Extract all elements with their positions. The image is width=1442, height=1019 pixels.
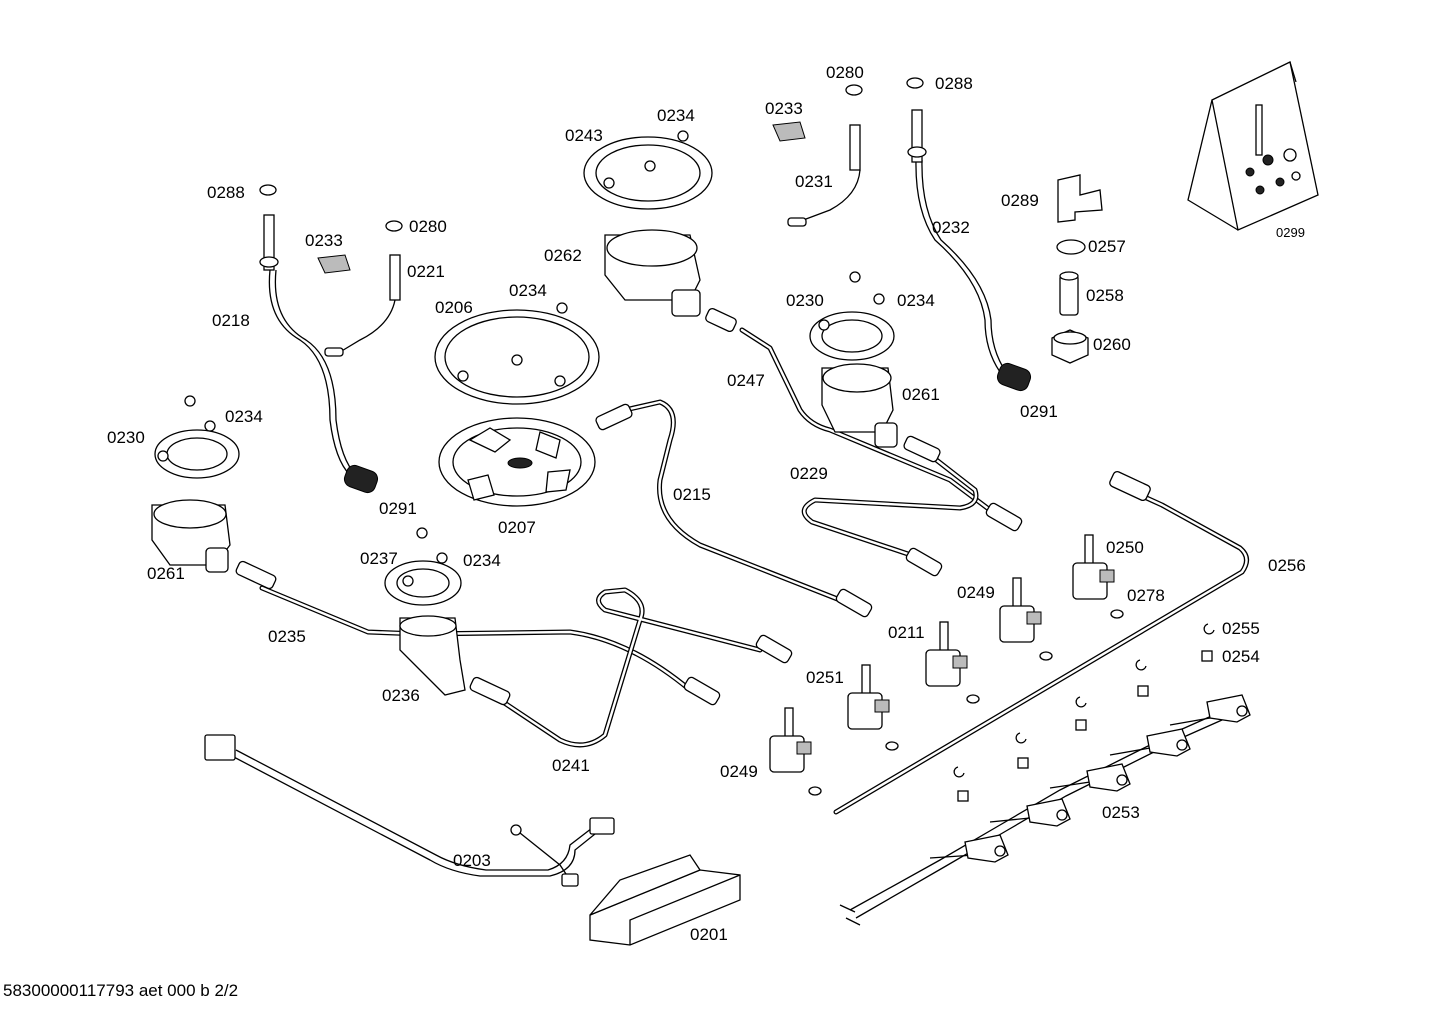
label-0256: 0256 bbox=[1268, 556, 1306, 575]
label-0261-right: 0261 bbox=[902, 385, 940, 404]
label-0234-top: 0234 bbox=[657, 106, 695, 125]
label-0236: 0236 bbox=[382, 686, 420, 705]
ignition-switches bbox=[964, 694, 1251, 863]
label-0253: 0253 bbox=[1102, 803, 1140, 822]
label-0230-right: 0230 bbox=[786, 291, 824, 310]
spark-generator bbox=[204, 734, 861, 946]
label-0261-left: 0261 bbox=[147, 564, 185, 583]
label-0288-left: 0288 bbox=[207, 183, 245, 202]
label-0291-left: 0291 bbox=[379, 499, 417, 518]
gas-valves bbox=[769, 534, 1115, 773]
spare-parts-bag bbox=[1187, 61, 1319, 231]
label-0250: 0250 bbox=[1106, 538, 1144, 557]
label-0229: 0229 bbox=[790, 464, 828, 483]
screws bbox=[157, 130, 885, 587]
label-0257: 0257 bbox=[1088, 237, 1126, 256]
label-0278: 0278 bbox=[1127, 586, 1165, 605]
gas-pipes bbox=[259, 327, 1249, 815]
label-0234-lower: 0234 bbox=[463, 551, 501, 570]
label-0249-lower: 0249 bbox=[720, 762, 758, 781]
label-0215: 0215 bbox=[673, 485, 711, 504]
clips-springs bbox=[953, 623, 1215, 802]
label-0234-left: 0234 bbox=[225, 407, 263, 426]
label-0299: 0299 bbox=[1276, 225, 1305, 240]
label-0231: 0231 bbox=[795, 172, 833, 191]
label-0258: 0258 bbox=[1086, 286, 1124, 305]
label-0289: 0289 bbox=[1001, 191, 1039, 210]
label-0201: 0201 bbox=[690, 925, 728, 944]
label-0218: 0218 bbox=[212, 311, 250, 330]
label-0207: 0207 bbox=[498, 518, 536, 537]
label-0243: 0243 bbox=[565, 126, 603, 145]
valve-0211 bbox=[925, 621, 968, 687]
label-0203: 0203 bbox=[453, 851, 491, 870]
label-0234-center: 0234 bbox=[509, 281, 547, 300]
part-labels: 0201 0203 0206 0207 0211 0215 0218 0221 … bbox=[107, 63, 1306, 944]
label-0288-top: 0288 bbox=[935, 74, 973, 93]
valve-0249-lower bbox=[769, 707, 812, 773]
label-0247: 0247 bbox=[727, 371, 765, 390]
label-0232: 0232 bbox=[932, 218, 970, 237]
label-0251: 0251 bbox=[806, 668, 844, 687]
valve-0251 bbox=[847, 664, 890, 730]
label-0254: 0254 bbox=[1222, 647, 1260, 666]
thermocouples-electrodes bbox=[259, 109, 1032, 494]
label-0262: 0262 bbox=[544, 246, 582, 265]
label-0291-right: 0291 bbox=[1020, 402, 1058, 421]
label-0249-upper: 0249 bbox=[957, 583, 995, 602]
burner-bodies bbox=[151, 229, 898, 696]
label-0221: 0221 bbox=[407, 262, 445, 281]
document-id-footer: 58300000117793 aet 000 b 2/2 bbox=[3, 981, 239, 1000]
label-0280-top: 0280 bbox=[826, 63, 864, 82]
label-0234-right: 0234 bbox=[897, 291, 935, 310]
label-0230-left: 0230 bbox=[107, 428, 145, 447]
valve-0249-upper bbox=[999, 577, 1042, 643]
label-0206: 0206 bbox=[435, 298, 473, 317]
washers bbox=[259, 77, 1124, 796]
label-0233-top: 0233 bbox=[765, 99, 803, 118]
label-0255: 0255 bbox=[1222, 619, 1260, 638]
nozzles bbox=[235, 307, 1151, 706]
label-0280-left: 0280 bbox=[409, 217, 447, 236]
label-0233-left: 0233 bbox=[305, 231, 343, 250]
label-0237: 0237 bbox=[360, 549, 398, 568]
connector-fittings bbox=[1051, 174, 1103, 364]
label-0211: 0211 bbox=[888, 623, 925, 642]
thermocouple-wires bbox=[229, 159, 1232, 919]
label-0241: 0241 bbox=[552, 756, 590, 775]
label-0235: 0235 bbox=[268, 627, 306, 646]
valve-0250 bbox=[1072, 534, 1115, 600]
label-0260: 0260 bbox=[1093, 335, 1131, 354]
